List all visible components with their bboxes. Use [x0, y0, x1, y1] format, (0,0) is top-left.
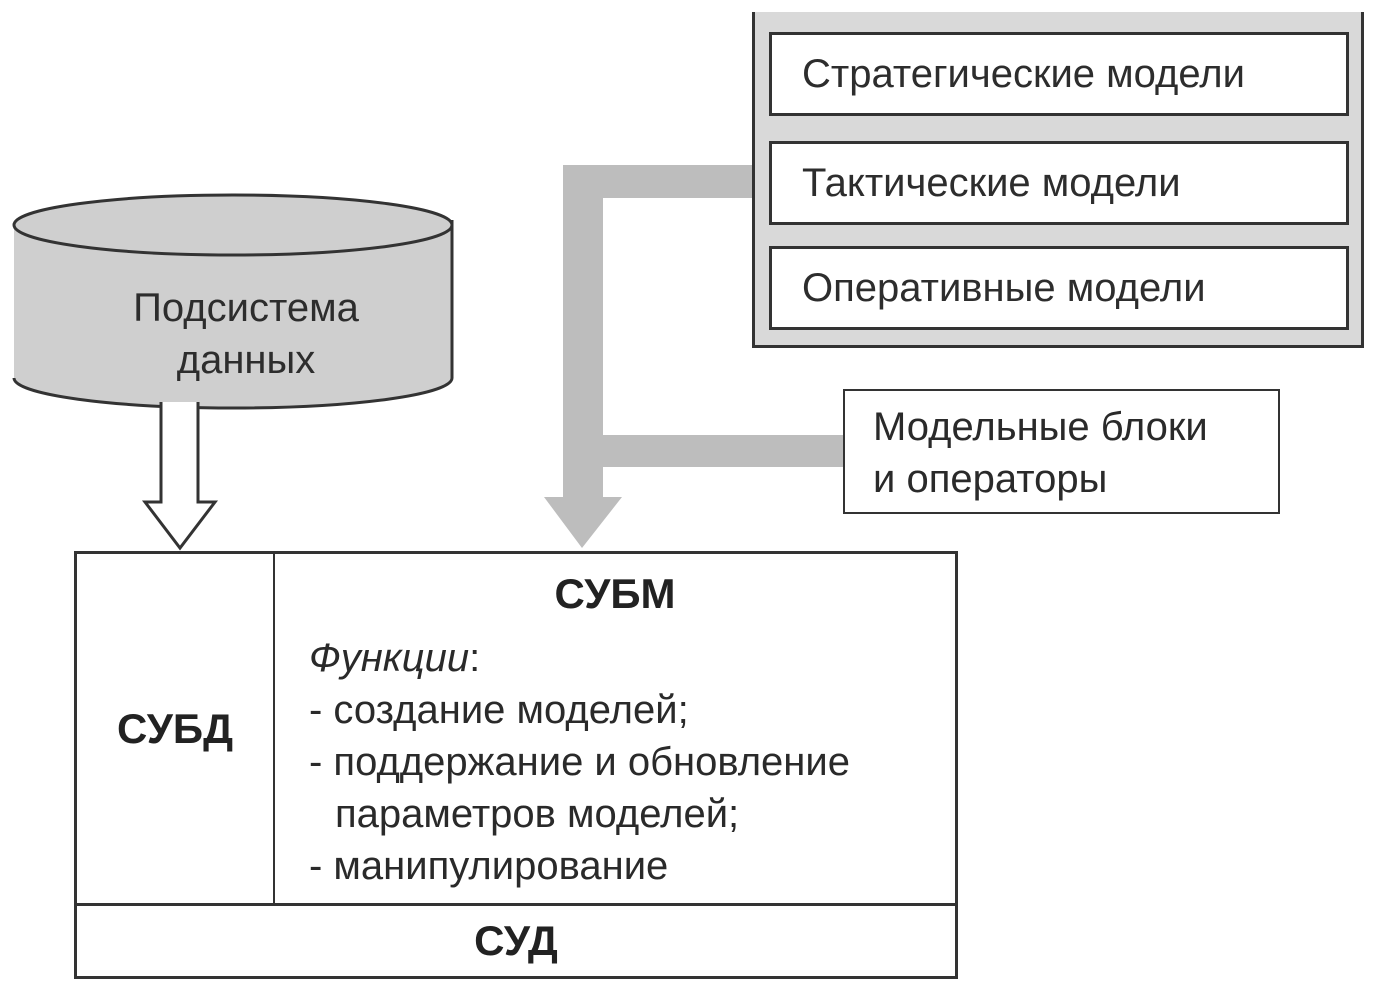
model-blocks-box: Модельные блоки и операторы [843, 389, 1280, 514]
functions-heading: Функции: [309, 632, 850, 684]
model-blocks-line-2: и операторы [873, 457, 1108, 501]
data-subsystem-label: Подсистема данных [40, 282, 452, 386]
model-tactical: Тактические модели [769, 141, 1349, 225]
flow-arrow-models-to-subm [544, 165, 845, 548]
functions-colon: : [469, 636, 481, 680]
subd-cell: СУБД [77, 554, 275, 903]
function-item: - манипулирование [309, 844, 669, 888]
data-subsystem-line-2: данных [176, 338, 316, 382]
subm-cell: СУБМ Функции: - создание моделей; - подд… [275, 554, 955, 903]
system-box: СУБД СУБМ Функции: - создание моделей; -… [74, 551, 958, 979]
model-strategic: Стратегические модели [769, 32, 1349, 116]
hollow-arrow-data-to-subd [141, 402, 219, 551]
data-subsystem-line-1: Подсистема [133, 286, 359, 330]
database-cylinder-icon [12, 193, 454, 410]
functions-label: Функции [309, 636, 470, 680]
sud-label: СУД [474, 917, 558, 964]
models-panel: Стратегические модели Тактические модели… [752, 12, 1364, 348]
model-operational: Оперативные модели [769, 246, 1349, 330]
function-item: - создание моделей; [309, 688, 689, 732]
sud-cell: СУД [77, 903, 955, 976]
function-item-continued: параметров моделей; [335, 792, 740, 836]
model-blocks-line-1: Модельные блоки [873, 405, 1208, 449]
subm-title: СУБМ [554, 570, 676, 617]
subm-functions: Функции: - создание моделей; - поддержан… [309, 632, 850, 892]
subd-label: СУБД [116, 704, 233, 752]
function-item: - поддержание и обновление [309, 740, 850, 784]
